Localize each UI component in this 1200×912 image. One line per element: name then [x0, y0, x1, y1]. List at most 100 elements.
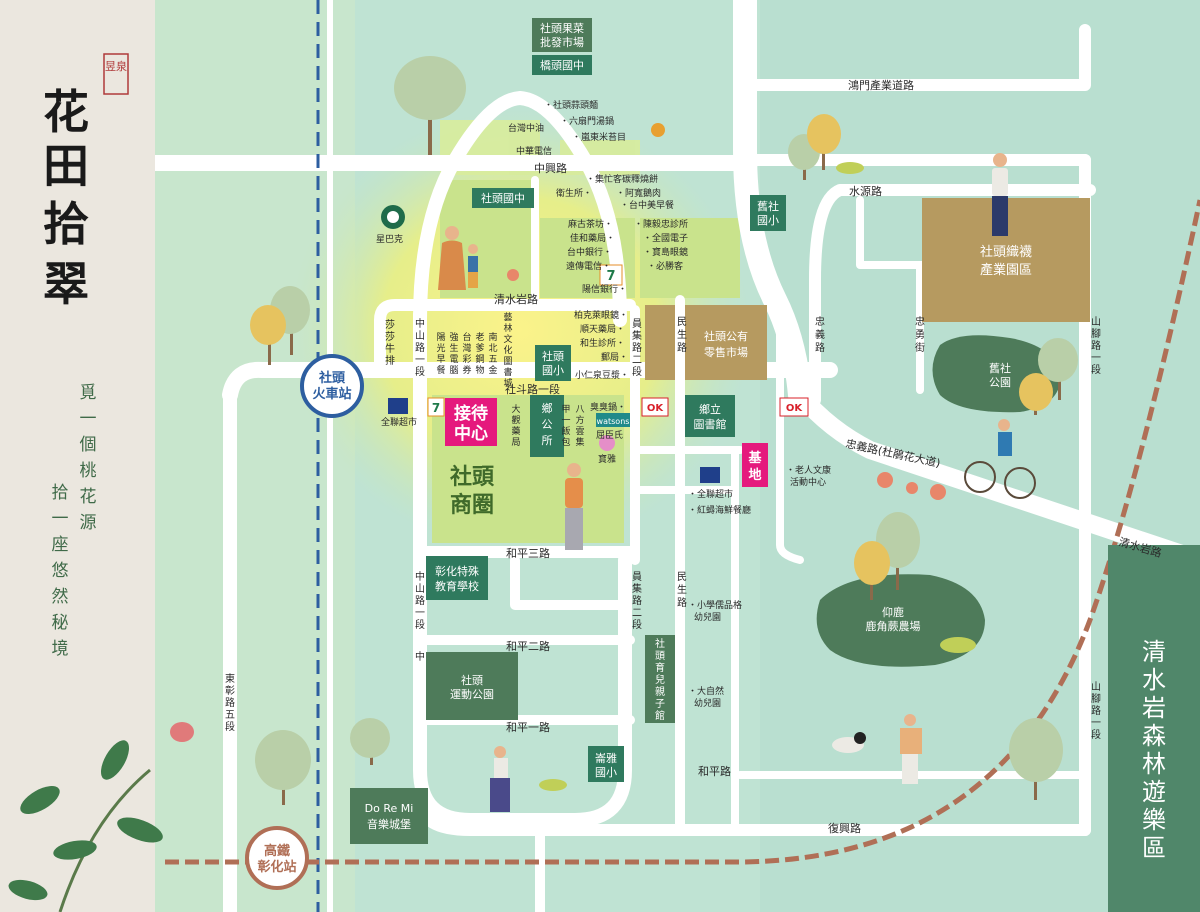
svg-text:然: 然: [52, 587, 69, 607]
svg-text:集: 集: [632, 582, 642, 595]
road-zhongxing: 中興路: [534, 162, 567, 175]
svg-text:勇: 勇: [915, 329, 925, 341]
svg-text:個: 個: [80, 435, 97, 455]
chongya-es-label: 崙雅: [595, 751, 617, 765]
road-minsheng-a: 民生路: [677, 316, 687, 354]
reception-center-label[interactable]: 接待 中心: [454, 403, 488, 444]
poya-icon: [599, 435, 615, 451]
svg-text:翠: 翠: [43, 257, 89, 311]
svg-text:電: 電: [449, 354, 458, 365]
svg-text:莎: 莎: [385, 330, 395, 343]
township-office-label-3: 所: [542, 434, 553, 447]
svg-text:段: 段: [225, 720, 235, 733]
svg-text:地: 地: [748, 467, 761, 483]
textile-park-label: 社頭織襪: [980, 244, 1032, 260]
svg-text:民: 民: [677, 571, 687, 583]
poi-clinic1: ・陳毅忠診所: [634, 218, 688, 230]
site-label[interactable]: 基 地: [747, 450, 762, 483]
svg-text:甲: 甲: [561, 404, 570, 415]
jiushe-park-label: 舊社: [989, 361, 1011, 375]
svg-text:忠: 忠: [815, 316, 825, 328]
svg-text:藥: 藥: [511, 425, 520, 437]
svg-text:山: 山: [1091, 316, 1101, 328]
hsr-line: [165, 199, 1200, 865]
svg-text:山: 山: [1091, 681, 1101, 693]
library-label-2: 圖書館: [694, 417, 727, 431]
train-station-label[interactable]: 社頭 火車站: [312, 370, 351, 402]
svg-text:集: 集: [632, 329, 642, 342]
svg-text:悠: 悠: [52, 561, 69, 581]
slogan-b: 拾 一 座 悠 然 秘 境: [52, 483, 69, 659]
sports-park-label: 社頭: [461, 673, 483, 687]
road-shuiyuan: 水源路: [849, 184, 882, 198]
svg-text:7: 7: [432, 401, 440, 415]
road-zhongyi: 忠義路: [815, 316, 825, 354]
svg-text:路: 路: [225, 696, 235, 709]
road-zhongshan1c: 中: [415, 650, 425, 663]
svg-text:兒: 兒: [655, 674, 665, 686]
road-qingshuiyan: 清水岩路: [494, 292, 538, 306]
special-school-label-2: 教育學校: [435, 579, 479, 593]
svg-text:義: 義: [815, 328, 825, 341]
svg-text:券: 券: [462, 364, 471, 376]
woman-with-dog-illustration: [832, 714, 922, 784]
sports-park-label-2: 運動公園: [450, 687, 494, 701]
poi-clinic2: 和生診所・: [580, 337, 625, 349]
place-boxes: [350, 18, 1090, 844]
svg-text:岩: 岩: [1142, 694, 1166, 722]
ok-mart-icon: [641, 397, 809, 417]
svg-text:中: 中: [415, 650, 425, 663]
poi-tea: 麻古茶坊・: [568, 218, 613, 230]
qingshuiyan-banner-text[interactable]: 清 水 岩 森 林 遊 樂 區: [1142, 638, 1166, 862]
svg-text:社頭: 社頭: [318, 370, 346, 386]
poi-tofu: 小仁泉豆漿・: [575, 369, 629, 381]
township-office-label: 鄉: [542, 402, 553, 415]
svg-text:樂: 樂: [1142, 806, 1166, 834]
doremi-label-2: 音樂城堡: [367, 817, 411, 831]
svg-text:腳: 腳: [1091, 693, 1101, 705]
svg-text:桃: 桃: [80, 461, 97, 481]
svg-text:段: 段: [1091, 363, 1101, 376]
hsr-station-marker[interactable]: [245, 826, 309, 890]
hsr-station-label[interactable]: 高鐵 彰化站: [257, 843, 296, 875]
poi-telecom: 遠傳電信・: [566, 260, 611, 272]
svg-text:花: 花: [43, 85, 89, 139]
poi-kindergarten2: ・大自然: [688, 685, 724, 697]
special-school-label: 彰化特殊: [435, 564, 479, 578]
train-station-marker[interactable]: [300, 354, 364, 418]
svg-text:覓: 覓: [80, 383, 97, 403]
svg-text:子: 子: [655, 698, 665, 710]
svg-text:生: 生: [449, 342, 458, 354]
svg-text:光: 光: [436, 342, 445, 354]
qingshuiyan-banner[interactable]: [1108, 545, 1200, 912]
svg-text:路: 路: [677, 596, 687, 609]
svg-text:二: 二: [632, 608, 642, 619]
svg-text:路: 路: [632, 594, 642, 607]
poi-electronics: ・全國電子: [643, 232, 688, 244]
svg-text:段: 段: [415, 618, 425, 631]
svg-text:生: 生: [677, 583, 687, 596]
poi-breakfast: ・台中美早餐: [620, 199, 674, 211]
poi-bank: 台中銀行・: [567, 246, 612, 258]
flower-decorations: [507, 123, 946, 500]
svg-text:腦: 腦: [449, 364, 458, 376]
svg-text:東: 東: [225, 672, 235, 685]
svg-text:排: 排: [385, 354, 395, 367]
poi-kindergarten1: ・小學儒品格: [688, 599, 742, 611]
svg-text:頭: 頭: [655, 650, 665, 662]
svg-text:一: 一: [80, 409, 97, 429]
svg-text:員: 員: [632, 318, 642, 330]
poi-watsons: watsons: [597, 417, 630, 426]
poi-hotpot: ・六扇門湯鍋: [560, 115, 614, 127]
road-shedou1: 社斗路一段: [505, 382, 560, 396]
road-minsheng-b: 民生路: [677, 571, 687, 609]
poi-glasses2: 柏克萊眼鏡・: [574, 309, 628, 321]
cyclist-illustration: [964, 419, 1036, 499]
